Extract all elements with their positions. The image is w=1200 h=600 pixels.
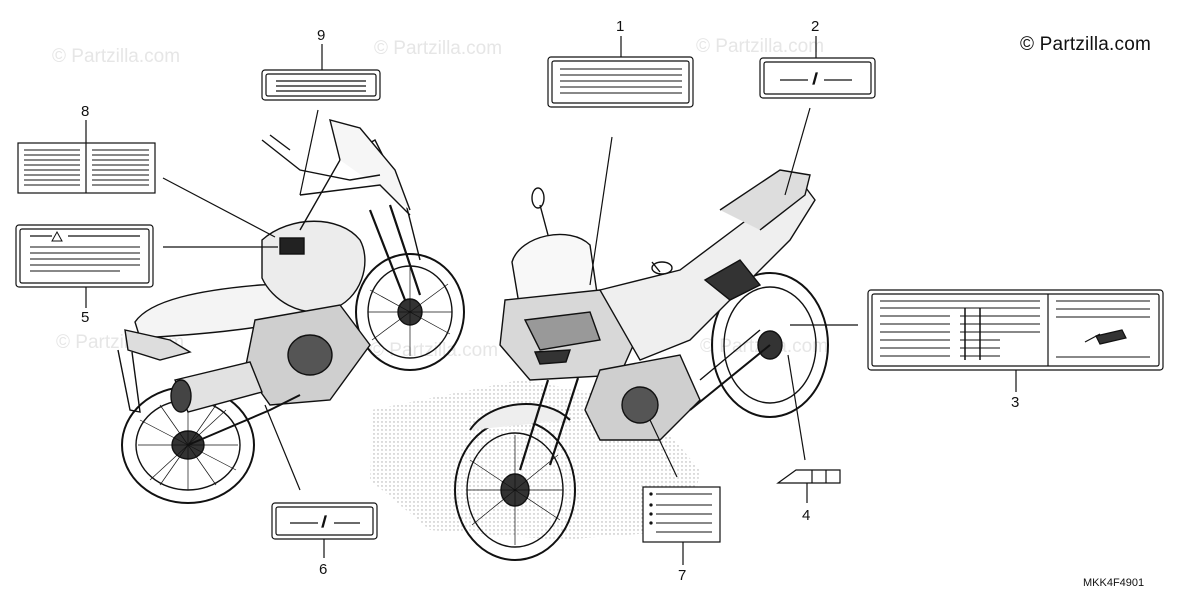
label-9-shape	[261, 69, 381, 101]
label-6-shape: /	[271, 502, 378, 540]
label-7-shape	[642, 486, 721, 543]
motorcycle-rear-view	[117, 119, 465, 504]
leader-2	[784, 107, 811, 196]
watermark-text: © Partzilla.com	[696, 36, 824, 57]
leader-1	[589, 136, 613, 286]
label-4-shape	[776, 469, 841, 484]
leader-4	[787, 354, 806, 461]
callout-1: 1	[616, 18, 624, 35]
callout-numbers: 1 2 3 4 5 6 7 8 9	[81, 18, 1019, 584]
callout-2: 2	[811, 18, 819, 35]
callout-5: 5	[81, 309, 89, 326]
label-2-shape: /	[759, 57, 876, 99]
callout-6: 6	[319, 561, 327, 578]
leader-8	[162, 177, 276, 238]
diagram-code: MKK4F4901	[1083, 577, 1145, 589]
callout-8: 8	[81, 103, 89, 120]
watermark-text: © Partzilla.com	[374, 38, 502, 59]
leader-lines	[85, 36, 1017, 565]
label-8-shape	[17, 142, 156, 194]
callout-9: 9	[317, 27, 325, 44]
label-1-shape	[547, 56, 694, 108]
callout-3: 3	[1011, 394, 1019, 411]
leader-9	[299, 109, 319, 196]
label-2-slash: /	[813, 71, 818, 88]
label-3-shape	[867, 289, 1164, 371]
callout-4: 4	[802, 507, 810, 524]
callout-7: 7	[678, 567, 686, 584]
leader-6	[264, 404, 301, 491]
copyright-text: © Partzilla.com	[1020, 34, 1152, 55]
label-6-slash: /	[322, 514, 327, 531]
label-shapes: /	[15, 56, 1164, 543]
leader-7	[649, 419, 678, 478]
watermark-text: © Partzilla.com	[52, 46, 180, 67]
label-5-shape	[15, 224, 154, 288]
